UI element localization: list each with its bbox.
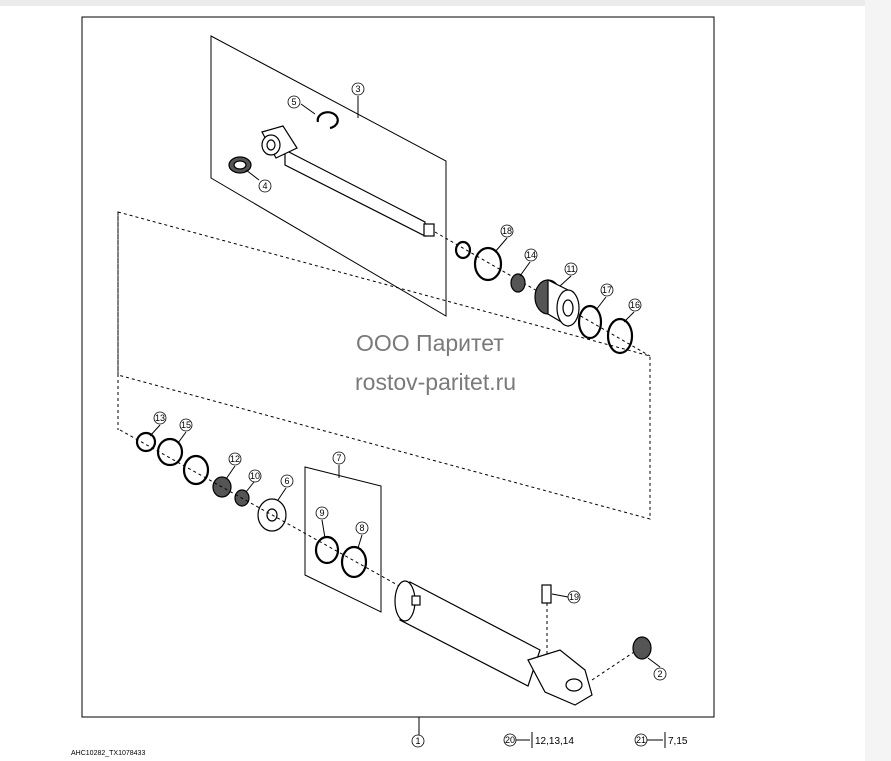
svg-text:15: 15: [181, 420, 191, 430]
bushing-4: [228, 156, 252, 174]
svg-text:4: 4: [262, 181, 267, 191]
watermark-site: rostov-paritet.ru: [355, 369, 517, 395]
callout-15[interactable]: 15: [179, 418, 193, 432]
diagram-frame: [81, 16, 715, 718]
svg-text:17: 17: [602, 285, 612, 295]
svg-text:18: 18: [502, 226, 512, 236]
ring-9: [314, 535, 340, 565]
bushing-2: [591, 636, 652, 681]
callout-4[interactable]: 4: [258, 179, 272, 193]
viewer-top-bar: [0, 0, 891, 6]
figure-id: AHC10282_TX1078433: [71, 750, 145, 757]
callout-7[interactable]: 7: [332, 451, 346, 465]
ring-15a: [156, 437, 184, 467]
callout-13[interactable]: 13: [153, 411, 167, 425]
callout-6[interactable]: 6: [280, 474, 294, 488]
callout-12[interactable]: 12: [228, 452, 242, 466]
svg-text:6: 6: [284, 476, 289, 486]
svg-text:8: 8: [359, 523, 364, 533]
svg-text:13: 13: [155, 413, 165, 423]
svg-text:11: 11: [566, 264, 575, 274]
svg-text:14: 14: [526, 250, 536, 260]
callout-1[interactable]: 1: [411, 734, 425, 748]
callout-leaders: [149, 96, 661, 735]
callout-10[interactable]: 10: [248, 469, 262, 483]
svg-text:20: 20: [505, 735, 515, 745]
cylinder-barrel-1: [394, 580, 593, 706]
svg-text:19: 19: [569, 592, 579, 602]
svg-text:5: 5: [291, 97, 296, 107]
seal-group-panel: [304, 466, 382, 613]
ring-16: [606, 317, 634, 355]
svg-text:12: 12: [230, 454, 240, 464]
callout-11[interactable]: 11: [564, 262, 578, 276]
legend-ref-21[interactable]: 21 7,15: [634, 732, 688, 748]
snap-ring-5: [316, 111, 339, 130]
piston-11: [534, 279, 580, 328]
callout-5[interactable]: 5: [287, 95, 301, 109]
callout-18[interactable]: 18: [500, 224, 514, 238]
svg-text:12,13,14: 12,13,14: [535, 736, 574, 747]
callout-8[interactable]: 8: [355, 521, 369, 535]
piston-rod: [261, 125, 435, 237]
svg-text:10: 10: [250, 471, 260, 481]
seal-13: [135, 431, 157, 453]
ring-18: [473, 246, 503, 282]
ring-15: [182, 454, 210, 486]
watermark-company: ООО Паритет: [356, 330, 504, 356]
viewer-scrollbar-track[interactable]: [865, 0, 891, 761]
callout-19[interactable]: 19: [567, 590, 581, 604]
cylinder-envelope: [117, 211, 651, 520]
legend-ref-20[interactable]: 20 12,13,14: [503, 732, 574, 748]
ring-17: [577, 304, 603, 340]
rod-group-panel: [210, 35, 447, 317]
callout-3[interactable]: 3: [351, 82, 365, 96]
svg-text:1: 1: [415, 736, 420, 746]
ring-18a: [454, 240, 472, 260]
callout-2[interactable]: 2: [653, 667, 667, 681]
callout-16[interactable]: 16: [628, 298, 642, 312]
svg-text:7: 7: [336, 453, 341, 463]
callout-14[interactable]: 14: [524, 248, 538, 262]
callout-9[interactable]: 9: [315, 506, 329, 520]
svg-text:3: 3: [355, 84, 360, 94]
ring-8: [340, 545, 368, 579]
seal-14: [510, 273, 526, 293]
grease-fitting-19: [541, 584, 552, 655]
svg-text:2: 2: [657, 669, 662, 679]
callout-17[interactable]: 17: [600, 283, 614, 297]
svg-text:21: 21: [636, 735, 646, 745]
svg-text:16: 16: [630, 300, 640, 310]
svg-text:9: 9: [319, 508, 324, 518]
svg-text:7,15: 7,15: [668, 736, 688, 747]
